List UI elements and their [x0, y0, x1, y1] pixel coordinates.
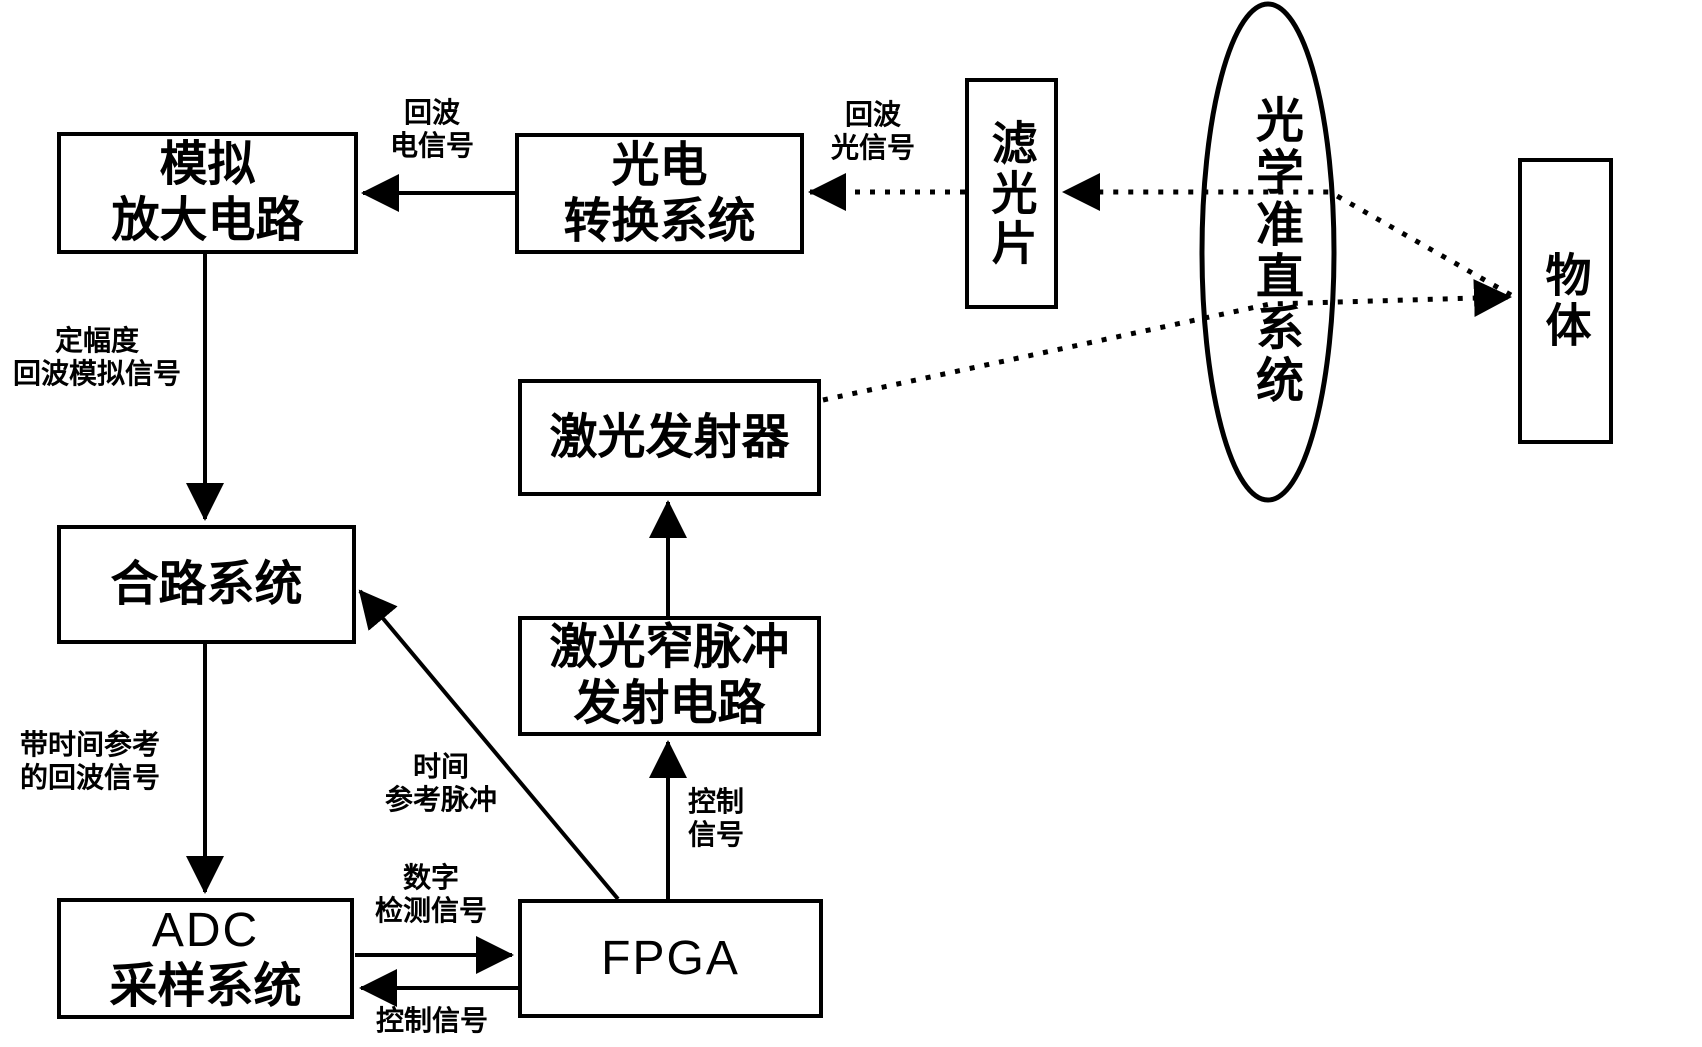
- edge-label-time-referenced-echo: 带时间参考 的回波信号: [19, 729, 160, 793]
- photoelectric-converter-block: 光电 转换系统: [515, 133, 804, 254]
- photoelectric-label-line2: 转换系统: [563, 194, 756, 248]
- narrow-pulse-label-line1: 激光窄脉冲: [549, 621, 790, 674]
- edge-label-digital-detection: 数字 检测信号: [374, 862, 487, 926]
- edge-label-echo-electrical: 回波 电信号: [389, 97, 474, 161]
- optical-filter-block: 滤光片: [965, 78, 1058, 309]
- edge-label-fixed-amplitude-echo: 定幅度 回波模拟信号: [12, 325, 181, 389]
- adc-label-line2: 采样系统: [109, 959, 302, 1013]
- edge-label-echo-optical: 回波 光信号: [830, 99, 915, 163]
- fpga-label: FPGA: [601, 931, 740, 985]
- analog-amplifier-label-line1: 模拟: [159, 138, 256, 191]
- target-object-label: 物体: [1539, 251, 1592, 351]
- optical-collimation-label: 光学准直系统: [1248, 95, 1301, 407]
- adc-label-line1: ADC: [151, 903, 260, 957]
- optical-path-laser-to-object: [822, 279, 1512, 403]
- edge-label-adc-control: 控制信号: [375, 1005, 488, 1036]
- laser-emitter-block: 激光发射器: [518, 379, 821, 496]
- analog-amplifier-label-line2: 放大电路: [111, 194, 304, 247]
- edge-label-time-reference-pulse: 时间 参考脉冲: [384, 751, 497, 815]
- collimation-lens-ellipse: [1199, 1, 1337, 503]
- target-object-block: 物体: [1518, 158, 1613, 444]
- laser-emitter-label: 激光发射器: [549, 410, 790, 464]
- arrow-fpga-to-combiner: [358, 589, 620, 901]
- edge-label-laser-control: 控制 信号: [687, 786, 744, 850]
- narrow-pulse-circuit-block: 激光窄脉冲 发射电路: [518, 616, 821, 736]
- fpga-block: FPGA: [518, 899, 823, 1018]
- optical-filter-label: 滤光片: [985, 118, 1038, 269]
- combiner-block: 合路系统: [57, 525, 356, 644]
- photoelectric-label-line1: 光电: [611, 138, 708, 192]
- adc-sampling-block: ADC 采样系统: [57, 898, 354, 1019]
- narrow-pulse-label-line2: 发射电路: [573, 677, 766, 730]
- analog-amplifier-block: 模拟 放大电路: [57, 132, 358, 254]
- combiner-label: 合路系统: [110, 557, 303, 611]
